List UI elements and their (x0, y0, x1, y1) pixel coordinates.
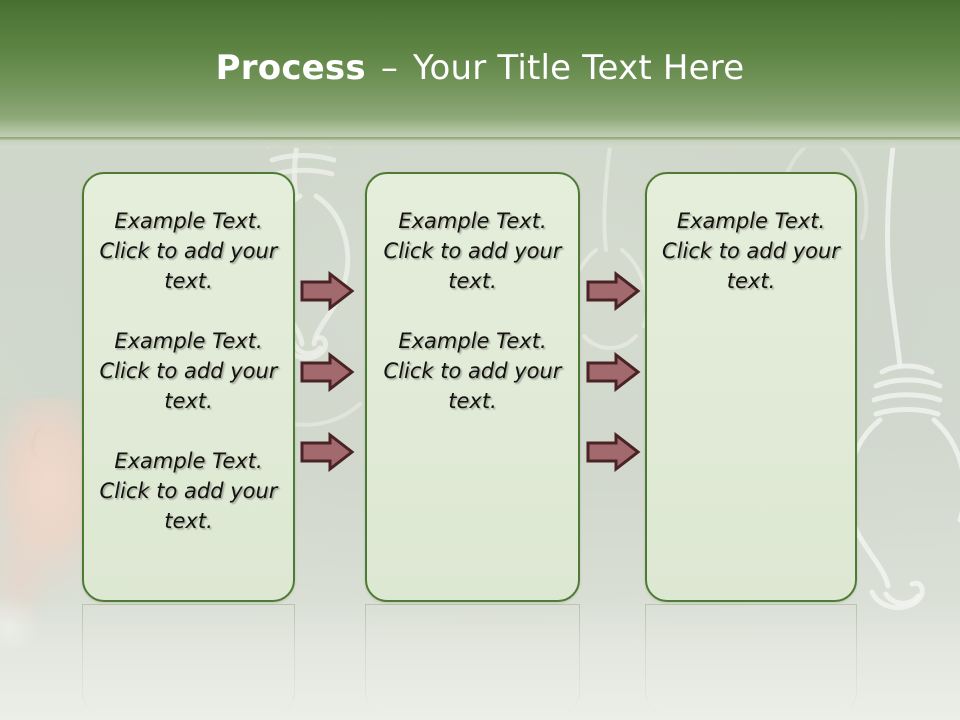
page-title-dash: – (380, 48, 399, 88)
right-arrow-icon[interactable] (585, 432, 641, 472)
title-banner (0, 0, 960, 118)
page-title-rest: Your Title Text Here (413, 48, 745, 88)
process-box-2-paragraph-2: Example Text. Click to add your text. (383, 329, 562, 413)
right-arrow-icon[interactable] (299, 271, 355, 311)
title-banner-rule (0, 137, 960, 140)
process-box-1-text: Example Text. Click to add your text. Ex… (96, 206, 281, 536)
right-arrow-icon[interactable] (585, 352, 641, 392)
page-title: Process – Your Title Text Here (0, 48, 960, 88)
hand-fist-photo (0, 398, 92, 648)
page-title-strong: Process (215, 48, 366, 88)
title-banner-fade (0, 118, 960, 148)
process-box-1-reflection (82, 604, 295, 714)
process-box-3-text: Example Text. Click to add your text. (659, 206, 843, 296)
right-arrow-icon[interactable] (585, 271, 641, 311)
right-arrow-icon[interactable] (299, 352, 355, 392)
process-box-1-paragraph-2: Example Text. Click to add your text. (99, 329, 278, 413)
process-box-3-reflection (645, 604, 857, 714)
right-arrow-icon[interactable] (299, 432, 355, 472)
process-box-1[interactable]: Example Text. Click to add your text. Ex… (82, 172, 295, 602)
process-box-1-paragraph-3: Example Text. Click to add your text. (99, 449, 278, 533)
process-box-2[interactable]: Example Text. Click to add your text. Ex… (365, 172, 580, 602)
hand-knuckle-shading (28, 423, 60, 463)
process-box-2-text: Example Text. Click to add your text. Ex… (379, 206, 566, 416)
process-box-3[interactable]: Example Text. Click to add your text. (645, 172, 857, 602)
process-box-3-paragraph-1: Example Text. Click to add your text. (662, 209, 840, 293)
process-box-2-paragraph-1: Example Text. Click to add your text. (383, 209, 562, 293)
process-box-1-paragraph-1: Example Text. Click to add your text. (99, 209, 278, 293)
process-box-2-reflection (365, 604, 580, 714)
